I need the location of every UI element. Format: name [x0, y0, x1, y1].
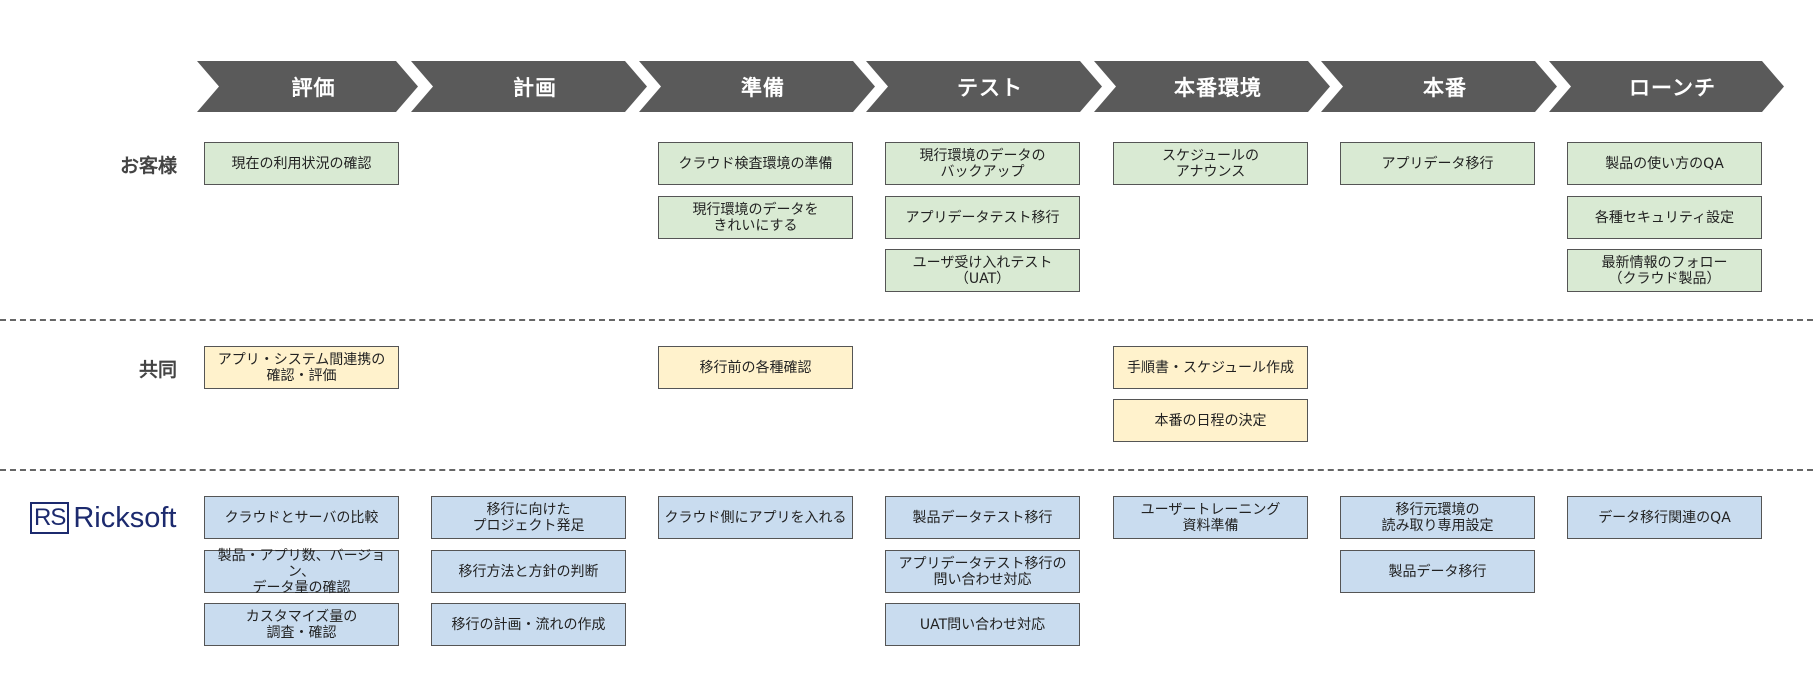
task-vendor: アプリデータテスト移行の 問い合わせ対応: [885, 550, 1080, 593]
divider-customer-joint: [0, 319, 1813, 321]
task-vendor: データ移行関連のQA: [1567, 496, 1762, 539]
task-customer: 最新情報のフォロー （クラウド製品）: [1567, 249, 1762, 292]
task-joint: 手順書・スケジュール作成: [1113, 346, 1308, 389]
task-joint: 本番の日程の決定: [1113, 399, 1308, 442]
task-vendor: 移行元環境の 読み取り専用設定: [1340, 496, 1535, 539]
task-vendor: 移行方法と方針の判断: [431, 550, 626, 593]
task-customer: 現行環境のデータの バックアップ: [885, 142, 1080, 185]
phase-launch: ローンチ: [1549, 61, 1784, 112]
task-customer: アプリデータ移行: [1340, 142, 1535, 185]
row-label-joint: 共同: [138, 359, 177, 381]
task-vendor: 移行の計画・流れの作成: [431, 603, 626, 646]
row-label-customer: お客様: [119, 155, 177, 177]
ricksoft-logo-mark: RS: [30, 502, 70, 534]
task-joint: 移行前の各種確認: [658, 346, 853, 389]
divider-joint-vendor: [0, 469, 1813, 471]
task-joint: アプリ・システム間連携の 確認・評価: [204, 346, 399, 389]
phase-evaluation: 評価: [197, 61, 418, 112]
task-vendor: 製品・アプリ数、バージョン、 データ量の確認: [204, 548, 399, 596]
task-vendor: 製品データ移行: [1340, 550, 1535, 593]
task-vendor: UAT問い合わせ対応: [885, 603, 1080, 646]
task-customer: ユーザ受け入れテスト （UAT）: [885, 249, 1080, 292]
task-vendor: クラウド側にアプリを入れる: [658, 496, 853, 539]
task-vendor: 移行に向けた プロジェクト発足: [431, 496, 626, 539]
phase-production-env: 本番環境: [1094, 61, 1330, 112]
task-customer: 現在の利用状況の確認: [204, 142, 399, 185]
task-vendor: ユーザートレーニング 資料準備: [1113, 496, 1308, 539]
task-customer: 各種セキュリティ設定: [1567, 196, 1762, 239]
task-customer: クラウド検査環境の準備: [658, 142, 853, 185]
task-customer: スケジュールの アナウンス: [1113, 142, 1308, 185]
task-vendor: カスタマイズ量の 調査・確認: [204, 603, 399, 646]
phase-test: テスト: [866, 61, 1102, 112]
phase-planning: 計画: [411, 61, 647, 112]
task-vendor: 製品データテスト移行: [885, 496, 1080, 539]
phase-preparation: 準備: [639, 61, 875, 112]
ricksoft-logo: RS Ricksoft: [30, 501, 176, 535]
task-vendor: クラウドとサーバの比較: [204, 496, 399, 539]
task-customer: 製品の使い方のQA: [1567, 142, 1762, 185]
task-customer: アプリデータテスト移行: [885, 196, 1080, 239]
phase-production: 本番: [1321, 61, 1557, 112]
task-customer: 現行環境のデータを きれいにする: [658, 196, 853, 239]
ricksoft-logo-name: Ricksoft: [73, 501, 177, 534]
